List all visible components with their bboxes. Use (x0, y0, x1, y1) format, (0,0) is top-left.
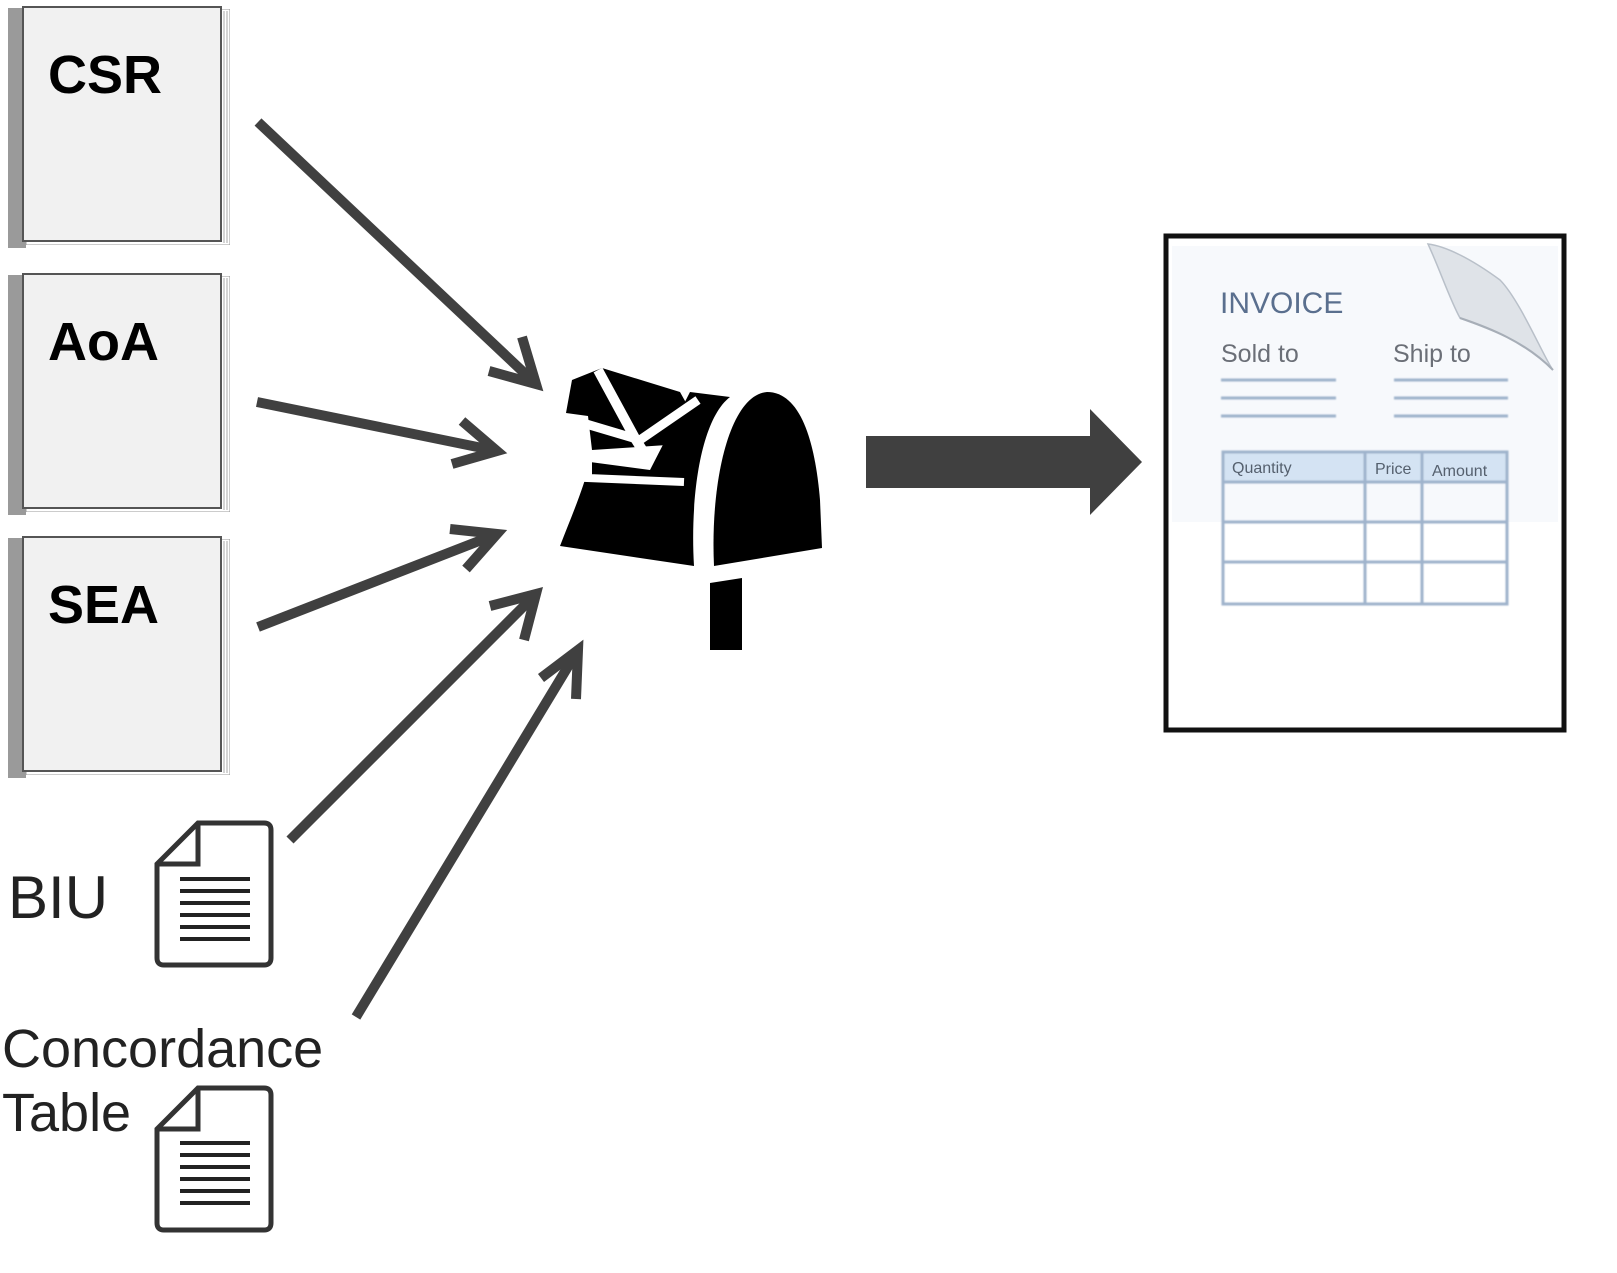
concordance-label-line1: Concordance (2, 1019, 324, 1079)
book-title-csr: CSR (48, 45, 163, 105)
book-cover (22, 6, 222, 242)
invoice-ship-to: Ship to (1393, 340, 1471, 368)
document-icon (154, 820, 274, 968)
document-icon (154, 1085, 274, 1233)
book-cover (22, 273, 222, 509)
book-title-sea: SEA (48, 575, 160, 635)
invoice-header-price: Price (1375, 461, 1412, 478)
book-csr: CSR (8, 6, 232, 248)
book-aoa: AoA (8, 273, 232, 515)
arrow-concordance-to-mailbox (351, 639, 584, 1020)
book-sea: SEA (8, 536, 232, 778)
book-cover (22, 536, 222, 772)
invoice-header-quantity: Quantity (1232, 460, 1292, 477)
book-spine (8, 8, 26, 248)
mailbox-icon (560, 367, 822, 650)
arrow-biu-to-mailbox (286, 587, 543, 844)
invoice-title: INVOICE (1220, 287, 1343, 320)
book-spine (8, 275, 26, 515)
biu-label: BIU (8, 864, 109, 931)
arrow-sea-to-mailbox (256, 524, 508, 632)
invoice-sold-to: Sold to (1221, 340, 1299, 368)
invoice-document: INVOICE Sold to Ship to Quantity Price A… (1163, 233, 1567, 733)
concordance-label-line2: Table (2, 1083, 132, 1143)
book-title-aoa: AoA (48, 312, 159, 372)
arrow-csr-to-mailbox (254, 118, 544, 392)
invoice-header-amount: Amount (1432, 463, 1488, 480)
arrow-aoa-to-mailbox (255, 397, 508, 469)
book-spine (8, 538, 26, 778)
arrow-mailbox-to-invoice (866, 409, 1142, 515)
